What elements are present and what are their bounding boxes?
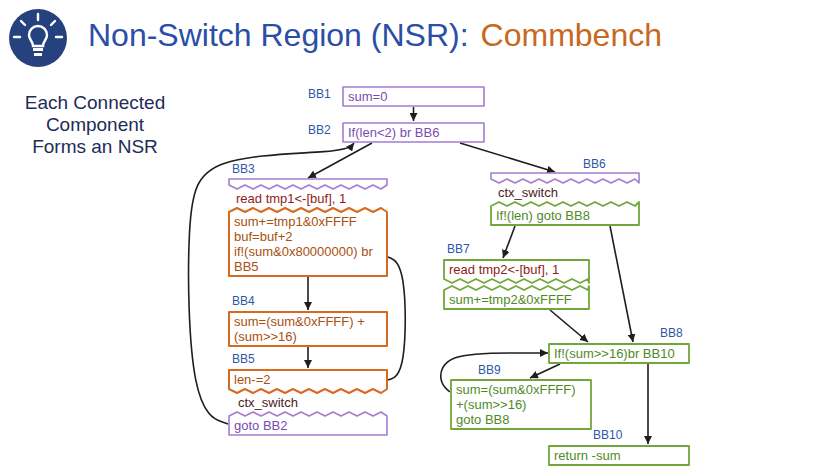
region-box: goto BB2: [228, 411, 388, 436]
block-label: BB10: [593, 429, 622, 442]
note: Each Connected Component Forms an NSR: [20, 92, 170, 158]
lightbulb-icon: [0, 0, 90, 90]
block-label: BB4: [232, 295, 255, 308]
instruction-text: read tmp1<-[buf], 1: [228, 191, 388, 206]
basic-block: BB9sum=(sum&0xFFFF) +(sum>>16)goto BB8: [450, 378, 592, 430]
icon-disc: [9, 9, 67, 67]
icon-rays: [14, 14, 62, 46]
region-box: If(len<2) br BB6: [342, 122, 485, 143]
control-flow-arrow: [388, 257, 405, 380]
block-label: BB7: [447, 243, 470, 256]
block-label: BB8: [660, 327, 683, 340]
instruction-text: If(len<2) br BB6: [348, 125, 479, 140]
basic-block: BB2If(len<2) br BB6: [342, 121, 485, 143]
basic-block: BB10return -sum: [548, 444, 690, 466]
control-flow-arrow: [610, 226, 633, 342]
region-outline: [490, 172, 640, 184]
region-edge: [490, 172, 640, 184]
region-box: sum=(sum&0xFFFF) +(sum>>16): [228, 311, 388, 347]
control-flow-arrow: [307, 347, 309, 368]
block-label: BB9: [478, 364, 501, 377]
basic-block: BB1sum=0: [342, 85, 485, 107]
title-row: Non-Switch Region (NSR): Commbench: [88, 16, 662, 54]
basic-block: BB8If!(sum>>16)br BB10: [548, 342, 690, 364]
region-box: sum=0: [342, 86, 485, 107]
region-box: len-=2: [228, 369, 388, 394]
region-outline: [228, 178, 388, 190]
region-box: sum+=tmp2&0xFFFF: [443, 285, 590, 310]
instruction-text: len-=2: [234, 372, 382, 387]
region-box: sum+=tmp1&0xFFFFbuf=buf+2if!(sum&0x80000…: [228, 207, 388, 277]
instruction-text: if!(sum&0x80000000) br BB5: [234, 244, 382, 274]
control-flow-arrow: [460, 143, 555, 172]
basic-block: BB3read tmp1<-[buf], 1sum+=tmp1&0xFFFFbu…: [228, 178, 388, 277]
region-box: If!(len) goto BB8: [490, 201, 640, 226]
instruction-text: ctx_switch: [490, 185, 640, 200]
control-flow-arrow: [647, 364, 649, 444]
instruction-text: If!(sum>>16)br BB10: [554, 346, 684, 361]
instruction-text: sum=0: [348, 89, 479, 104]
control-flow-arrow: [189, 143, 354, 424]
region-box: sum=(sum&0xFFFF) +(sum>>16)goto BB8: [450, 379, 592, 430]
instruction-text: return -sum: [554, 448, 684, 463]
block-label: BB3: [232, 163, 255, 176]
control-flow-arrow: [530, 364, 560, 378]
instruction-text: If!(len) goto BB8: [496, 208, 634, 223]
block-label: BB1: [308, 88, 331, 101]
instruction-text: sum+=tmp1&0xFFFF: [234, 214, 382, 229]
basic-block: BB6ctx_switchIf!(len) goto BB8: [490, 172, 640, 226]
control-flow-arrow: [503, 226, 515, 258]
block-label: BB6: [583, 158, 606, 171]
subtitle: Commbench: [481, 16, 662, 54]
block-label: BB2: [308, 124, 331, 137]
instruction-text: sum=(sum&0xFFFF) +(sum>>16): [456, 382, 586, 412]
region-box: return -sum: [548, 445, 690, 466]
basic-block: BB5len-=2ctx_switchgoto BB2: [228, 368, 388, 436]
control-flow-arrow: [308, 143, 372, 178]
region-box: read tmp2<-[buf], 1: [443, 259, 590, 284]
control-flow-arrow: [307, 277, 309, 310]
instruction-text: goto BB2: [234, 418, 382, 433]
instruction-text: ctx_switch: [228, 395, 388, 410]
instruction-text: goto BB8: [456, 412, 586, 427]
title: Non-Switch Region (NSR):: [88, 16, 469, 54]
icon-base: [33, 48, 43, 51]
instruction-text: buf=buf+2: [234, 229, 382, 244]
instruction-text: sum=(sum&0xFFFF) +(sum>>16): [234, 314, 382, 344]
icon-base: [34, 53, 42, 56]
region-edge: [228, 178, 388, 190]
basic-block: BB4sum=(sum&0xFFFF) +(sum>>16): [228, 310, 388, 347]
instruction-text: sum+=tmp2&0xFFFF: [449, 292, 584, 307]
control-flow-arrow: [413, 107, 415, 121]
instruction-text: read tmp2<-[buf], 1: [449, 262, 584, 277]
basic-block: BB7read tmp2<-[buf], 1sum+=tmp2&0xFFFF: [443, 258, 590, 310]
region-box: If!(sum>>16)br BB10: [548, 343, 690, 364]
control-flow-arrow: [550, 310, 588, 342]
block-label: BB5: [232, 353, 255, 366]
